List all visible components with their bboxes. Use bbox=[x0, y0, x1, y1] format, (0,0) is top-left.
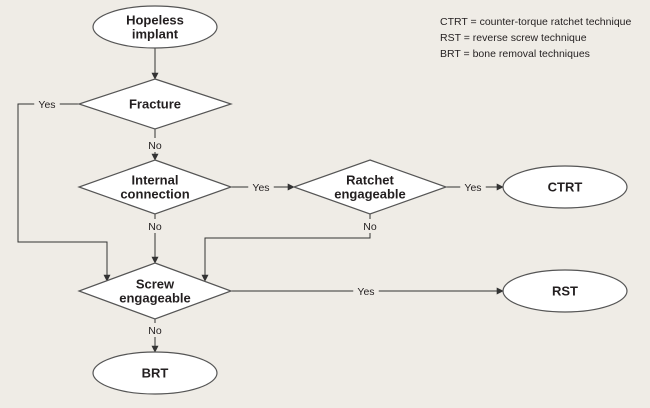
terminal-shape bbox=[92, 5, 218, 49]
node-label: BRT bbox=[142, 366, 169, 381]
edge-label-background bbox=[248, 180, 274, 194]
edge-label: No bbox=[148, 221, 162, 233]
edge-screw-to-brt: No bbox=[145, 319, 165, 353]
terminal-shape bbox=[502, 165, 628, 209]
edge-internal-to-ratchet: Yes bbox=[231, 180, 295, 194]
node-label: Internal bbox=[132, 173, 179, 188]
node-label: Fracture bbox=[129, 97, 181, 112]
legend-item-rst: RST = reverse screw technique bbox=[440, 32, 587, 44]
edge-label-background bbox=[145, 323, 165, 337]
edge-screw-to-rst: Yes bbox=[231, 284, 504, 298]
edge-internal-to-screw: No bbox=[145, 214, 165, 264]
edge-label-background bbox=[34, 97, 60, 111]
node-ctrt: CTRT bbox=[502, 165, 628, 209]
edge-arrow bbox=[201, 214, 371, 282]
decision-shape bbox=[77, 78, 233, 130]
terminal-shape bbox=[92, 351, 218, 395]
nodes: HopelessimplantFractureInternalconnectio… bbox=[77, 5, 628, 395]
node-label: engageable bbox=[334, 187, 406, 202]
edge-ratchet-to-screw: No bbox=[201, 214, 380, 282]
edge-fracture-to-screw: Yes bbox=[17, 97, 111, 282]
legend-item-ctrt: CTRT = counter-torque ratchet technique bbox=[440, 16, 632, 28]
legend: CTRT = counter-torque ratchet technique … bbox=[440, 14, 631, 62]
edge-label: Yes bbox=[357, 286, 374, 298]
edge-label: No bbox=[363, 221, 377, 233]
edge-label: No bbox=[148, 140, 162, 152]
node-brt: BRT bbox=[92, 351, 218, 395]
edge-ratchet-to-ctrt: Yes bbox=[446, 180, 504, 194]
node-label: RST bbox=[552, 284, 578, 299]
node-label: implant bbox=[132, 27, 179, 42]
node-rst: RST bbox=[502, 269, 628, 313]
node-label: Ratchet bbox=[346, 173, 394, 188]
node-label: connection bbox=[120, 187, 189, 202]
edge-label: Yes bbox=[38, 99, 55, 111]
terminal-shape bbox=[502, 269, 628, 313]
node-label: Screw bbox=[136, 277, 175, 292]
node-label: Hopeless bbox=[126, 13, 184, 28]
decision-shape bbox=[77, 159, 233, 215]
node-fracture: Fracture bbox=[77, 78, 233, 130]
decision-shape bbox=[292, 159, 448, 215]
edge-label-background bbox=[360, 219, 380, 233]
edge-fracture-to-internal: No bbox=[145, 129, 165, 161]
legend-item-brt: BRT = bone removal techniques bbox=[440, 48, 590, 60]
node-label: CTRT bbox=[548, 180, 583, 195]
edge-label-background bbox=[145, 138, 165, 152]
decision-shape bbox=[77, 262, 233, 320]
node-label: engageable bbox=[119, 291, 191, 306]
edge-label: Yes bbox=[464, 182, 481, 194]
edge-label-background bbox=[353, 284, 379, 298]
edge-label: Yes bbox=[252, 182, 269, 194]
edge-label: No bbox=[148, 325, 162, 337]
edge-label-background bbox=[145, 219, 165, 233]
edge-label-background bbox=[460, 180, 486, 194]
